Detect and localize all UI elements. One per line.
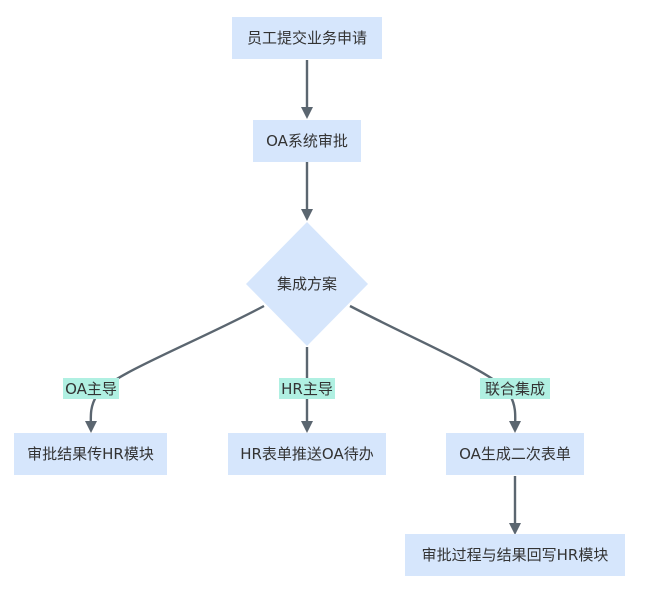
edge-label-middle-text: HR主导: [281, 380, 333, 398]
node-final-result-box: [405, 534, 625, 576]
node-left-result[interactable]: 审批结果传HR模块: [14, 433, 167, 475]
node-left-result-box: [14, 433, 167, 475]
node-middle-result-label: HR表单推送OA待办: [240, 445, 374, 463]
edge-label-left: OA主导: [63, 378, 119, 399]
node-oa-approval-label: OA系统审批: [266, 132, 348, 150]
node-final-result[interactable]: 审批过程与结果回写HR模块: [405, 534, 625, 576]
edge-label-right-text: 联合集成: [485, 380, 545, 398]
decision-diamond: [246, 222, 368, 346]
node-oa-approval[interactable]: OA系统审批: [253, 120, 361, 162]
node-start[interactable]: 员工提交业务申请: [232, 17, 382, 59]
node-start-box: [232, 17, 382, 59]
edge-label-middle-bg: [279, 378, 335, 399]
node-start-label: 员工提交业务申请: [247, 29, 367, 47]
edge-label-left-bg: [63, 378, 119, 399]
node-oa-approval-box: [253, 120, 361, 162]
node-decision[interactable]: 集成方案: [246, 222, 368, 346]
edge-label-right: 联合集成: [480, 378, 550, 399]
node-final-result-label: 审批过程与结果回写HR模块: [422, 546, 609, 564]
node-right-result-label: OA生成二次表单: [459, 445, 571, 463]
node-left-result-label: 审批结果传HR模块: [27, 445, 154, 463]
node-right-result-box: [446, 433, 584, 475]
node-middle-result[interactable]: HR表单推送OA待办: [228, 433, 386, 475]
node-middle-result-box: [228, 433, 386, 475]
node-right-result[interactable]: OA生成二次表单: [446, 433, 584, 475]
edge-label-right-bg: [480, 378, 550, 399]
edge-label-middle: HR主导: [279, 378, 335, 399]
edge-label-left-text: OA主导: [65, 380, 117, 398]
edge-decision-to-left: [84, 304, 265, 433]
node-decision-label: 集成方案: [277, 275, 337, 293]
edge-decision-to-right: [349, 304, 522, 433]
